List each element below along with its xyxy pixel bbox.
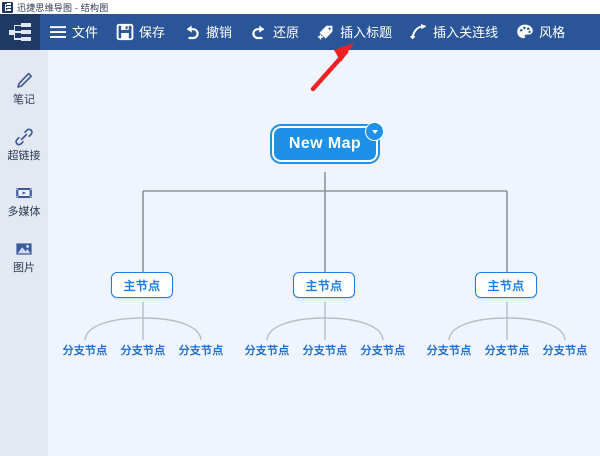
picture-icon xyxy=(16,242,32,255)
toolbar-label-style: 风格 xyxy=(539,24,566,40)
sidebar-label-note: 笔记 xyxy=(13,93,35,106)
tool-sidebar: 笔记 超链接 多媒体 xyxy=(0,50,48,456)
branch-node-label: 分支节点 xyxy=(484,345,530,357)
toolbar-button-insert-link[interactable]: 插入关连线 xyxy=(401,14,507,50)
main-node[interactable]: 主节点 xyxy=(293,272,355,298)
toolbar-button-file[interactable]: 文件 xyxy=(40,14,107,50)
undo-arrow-icon xyxy=(187,25,199,40)
branch-node-label: 分支节点 xyxy=(244,345,290,357)
branch-node[interactable]: 分支节点 xyxy=(113,342,173,358)
branch-node-label: 分支节点 xyxy=(542,345,588,357)
sidebar-label-image: 图片 xyxy=(13,261,35,274)
toolbar-button-save[interactable]: 保存 xyxy=(107,14,174,50)
branch-node[interactable]: 分支节点 xyxy=(535,342,595,358)
sidebar-label-multimedia: 多媒体 xyxy=(7,205,41,218)
main-node[interactable]: 主节点 xyxy=(111,272,173,298)
branch-node-label: 分支节点 xyxy=(120,345,166,357)
branch-node-label: 分支节点 xyxy=(360,345,406,357)
sidebar-item-hyperlink[interactable]: 超链接 xyxy=(0,116,48,172)
toolbar-label-insert-title: 插入标题 xyxy=(340,24,393,40)
toolbar-label-file: 文件 xyxy=(72,24,99,40)
branch-node[interactable]: 分支节点 xyxy=(237,342,297,358)
main-node[interactable]: 主节点 xyxy=(475,272,537,298)
main-toolbar: 文件 保存 撤销 还原 xyxy=(0,14,600,50)
branch-node[interactable]: 分支节点 xyxy=(295,342,355,358)
main-node-label: 主节点 xyxy=(123,278,161,293)
branch-node-label: 分支节点 xyxy=(426,345,472,357)
toolbar-button-redo[interactable]: 还原 xyxy=(241,14,308,50)
toolbar-button-undo[interactable]: 撤销 xyxy=(174,14,241,50)
branch-node[interactable]: 分支节点 xyxy=(353,342,413,358)
connector-lines xyxy=(84,172,566,341)
window-title: 迅捷思维导图 - 结构图 xyxy=(17,2,109,13)
branch-node[interactable]: 分支节点 xyxy=(55,342,115,358)
mindmap-logo-icon xyxy=(9,23,31,41)
toolbar-label-undo: 撤销 xyxy=(206,24,233,40)
branch-node[interactable]: 分支节点 xyxy=(419,342,479,358)
tag-plus-icon xyxy=(318,25,333,40)
root-node-dropdown-badge[interactable] xyxy=(365,122,384,141)
film-icon xyxy=(16,187,32,198)
floppy-disk-icon xyxy=(116,23,134,41)
toolbar-label-redo: 还原 xyxy=(273,24,300,40)
app-logo-button[interactable] xyxy=(0,14,40,50)
sidebar-item-note[interactable]: 笔记 xyxy=(0,60,48,116)
toolbar-label-save: 保存 xyxy=(139,24,166,40)
toolbar-label-insert-link: 插入关连线 xyxy=(433,24,499,40)
branch-node[interactable]: 分支节点 xyxy=(171,342,231,358)
palette-icon xyxy=(517,24,533,39)
redo-arrow-icon xyxy=(252,25,265,40)
title-bar: 迅捷思维导图 - 结构图 xyxy=(0,0,600,14)
branch-node-label: 分支节点 xyxy=(302,345,348,357)
pen-icon xyxy=(17,72,32,88)
sidebar-label-hyperlink: 超链接 xyxy=(7,149,41,162)
toolbar-button-insert-title[interactable]: 插入标题 xyxy=(308,14,401,50)
hamburger-icon xyxy=(50,26,66,38)
branch-node-label: 分支节点 xyxy=(62,345,108,357)
toolbar-button-style[interactable]: 风格 xyxy=(507,14,574,50)
sidebar-item-image[interactable]: 图片 xyxy=(0,228,48,284)
main-node-label: 主节点 xyxy=(305,278,343,293)
link-icon xyxy=(15,128,33,145)
sidebar-item-multimedia[interactable]: 多媒体 xyxy=(0,172,48,228)
root-node-label: New Map xyxy=(288,135,362,152)
branch-node-label: 分支节点 xyxy=(178,345,224,357)
main-node-label: 主节点 xyxy=(487,278,525,293)
mindmap-icon xyxy=(2,1,13,13)
chevron-down-icon xyxy=(371,130,378,134)
mindmap-canvas[interactable]: New Map 主节点 主节点 主节点 分支节点 分支节点 分支节点 分支节点 xyxy=(48,50,600,456)
branch-node[interactable]: 分支节点 xyxy=(477,342,537,358)
root-node[interactable]: New Map xyxy=(270,124,380,164)
curve-plus-icon xyxy=(410,24,427,40)
